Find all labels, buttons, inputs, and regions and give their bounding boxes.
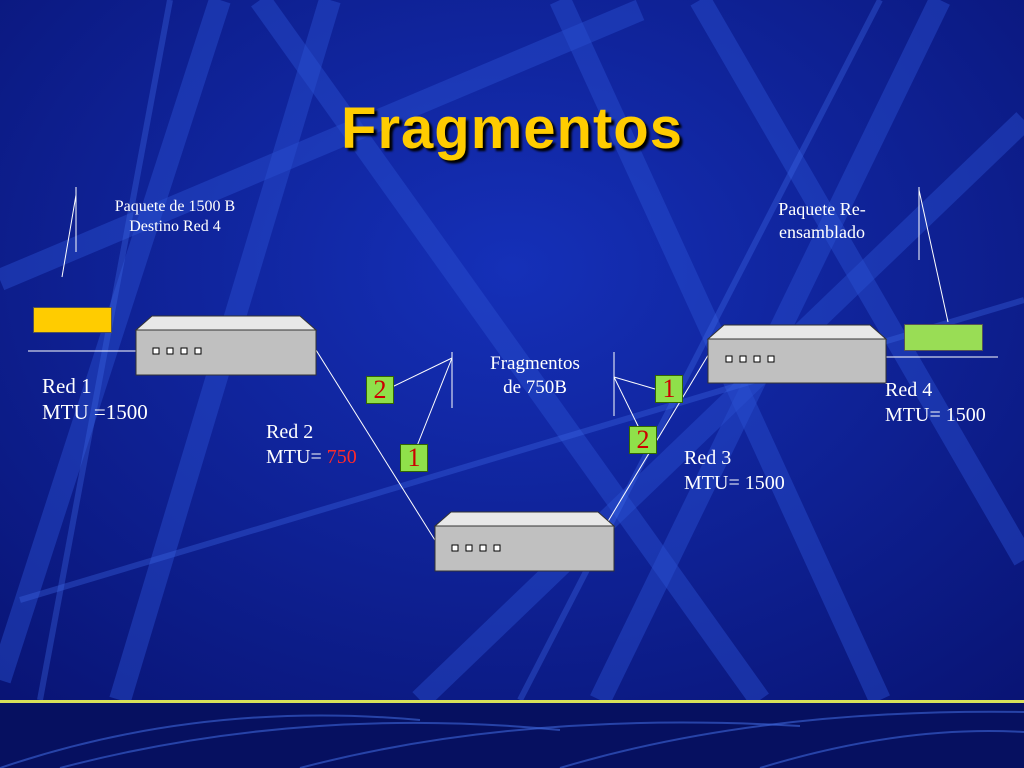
callout-origin-pointer xyxy=(61,194,77,278)
reassembled-packet-label: Paquete Re- ensamblado xyxy=(752,198,892,243)
red3-link-line xyxy=(606,351,711,524)
fragments-line-2: de 750B xyxy=(503,376,567,398)
router-2 xyxy=(433,511,616,572)
red2-name: Red 2 xyxy=(266,421,314,443)
reassembled-packet xyxy=(904,324,983,351)
origin-packet-line-2: Destino Red 4 xyxy=(129,218,221,235)
fragment-2-red2: 2 xyxy=(366,376,394,404)
fragment-2-red3: 2 xyxy=(629,426,657,454)
reassembled-line-2: ensamblado xyxy=(779,221,865,242)
reassembled-line-1: Paquete Re- xyxy=(778,199,866,219)
slide-title: Fragmentos xyxy=(341,96,683,161)
red2-label: Red 2 MTU= 750 xyxy=(266,420,357,470)
origin-packet-line-1: Paquete de 1500 B xyxy=(114,198,236,215)
red2-link-line xyxy=(315,349,439,546)
callout-fragments-right-up xyxy=(613,376,656,390)
origin-packet-label: Paquete de 1500 B Destino Red 4 xyxy=(90,197,260,237)
callout-fragments-left-up xyxy=(391,357,453,388)
fragments-label: Fragmentos de 750B xyxy=(465,352,605,400)
original-packet xyxy=(33,307,112,333)
red1-name: Red 1 xyxy=(42,374,92,398)
red4-label: Red 4 MTU= 1500 xyxy=(885,378,986,428)
callout-reassembled-pointer xyxy=(918,189,949,323)
red2-mtu-value: 750 xyxy=(326,446,357,468)
fragment-1-red2: 1 xyxy=(400,444,428,472)
fragment-1-red3: 1 xyxy=(655,375,683,403)
red2-mtu: MTU= 750 xyxy=(266,445,357,470)
callout-fragments-right-down xyxy=(613,376,641,431)
red1-mtu: MTU =1500 xyxy=(42,400,148,425)
red3-label: Red 3 MTU= 1500 xyxy=(684,446,785,496)
router-1 xyxy=(134,315,318,376)
red4-name: Red 4 xyxy=(885,379,933,401)
red1-label: Red 1 MTU =1500 xyxy=(42,373,148,426)
red4-mtu: MTU= 1500 xyxy=(885,404,986,426)
red2-mtu-prefix: MTU= xyxy=(266,446,327,468)
red3-mtu: MTU= 1500 xyxy=(684,472,785,494)
red3-name: Red 3 xyxy=(684,447,732,469)
fragments-line-1: Fragmentos xyxy=(490,353,580,374)
callout-fragments-left-down xyxy=(412,357,453,457)
router-3 xyxy=(706,324,888,384)
